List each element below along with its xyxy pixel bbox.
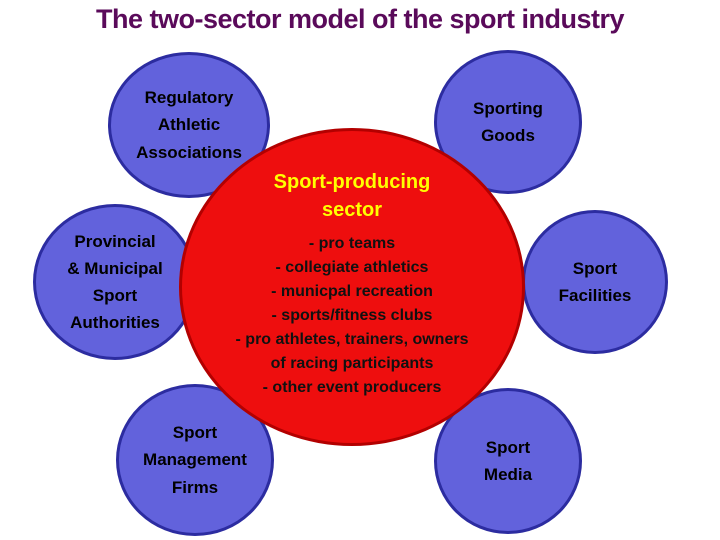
list-item: - collegiate athletics <box>275 259 429 276</box>
list-item: - municpal recreation <box>271 283 433 300</box>
circle-label-provincial-municipal-sport-authorities: Provincial & Municipal Sport Authorities <box>67 231 163 333</box>
list-item: - other event producers <box>262 379 442 396</box>
circle-sport-management-firms: Sport Management Firms <box>116 384 274 536</box>
circle-regulatory-athletic-associations: Regulatory Athletic Associations <box>108 52 270 198</box>
circle-sport-producing-sector: Sport-producing sector - pro teams - col… <box>179 128 525 446</box>
circle-sport-facilities: Sport Facilities <box>522 210 668 354</box>
circle-label-sport-facilities: Sport Facilities <box>558 258 632 305</box>
sport-producing-sector-list: - pro teams - collegiate athletics - mun… <box>236 232 469 400</box>
list-item: - pro athletes, trainers, owners of raci… <box>235 331 469 372</box>
circle-label-sport-media: Sport Media <box>483 437 533 484</box>
circle-label-regulatory-athletic-associations: Regulatory Athletic Associations <box>136 88 242 162</box>
circle-label-sport-management-firms: Sport Management Firms <box>143 423 247 497</box>
page-title: The two-sector model of the sport indust… <box>95 4 625 34</box>
circle-sport-media: Sport Media <box>434 388 582 534</box>
list-item: - sports/fitness clubs <box>271 307 433 324</box>
sport-producing-sector-title: Sport-producing sector <box>273 171 431 221</box>
circle-provincial-municipal-sport-authorities: Provincial & Municipal Sport Authorities <box>33 204 197 360</box>
circle-label-sporting-goods: Sporting Goods <box>473 98 543 145</box>
list-item: - pro teams <box>308 235 396 252</box>
